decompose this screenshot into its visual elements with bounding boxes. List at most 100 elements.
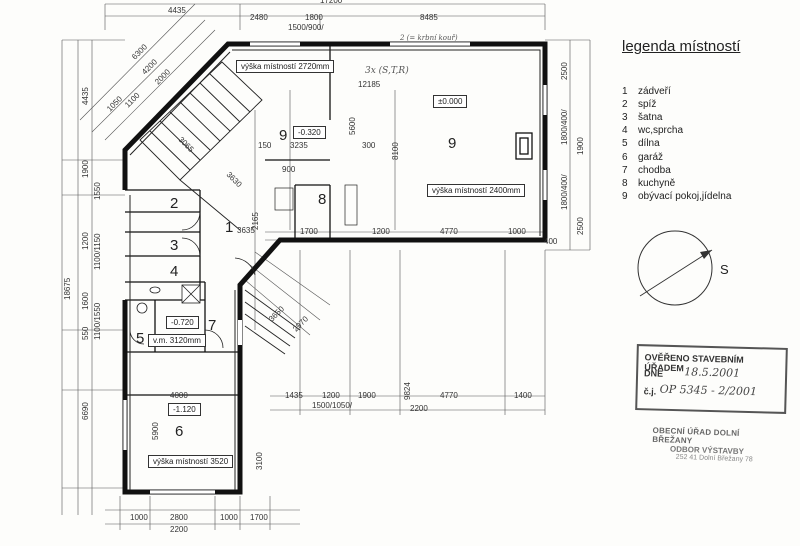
dim-label: 3650	[267, 304, 286, 323]
dim-label: 3100	[255, 452, 264, 470]
room-number-5: 5	[136, 330, 144, 347]
height-tag-3520: výška místností 3520	[148, 455, 234, 468]
level-tag-garage: -1.120	[168, 403, 201, 416]
level-tag-main: ±0.000	[433, 95, 468, 108]
dim-label: 4435	[81, 87, 90, 105]
height-tag-3120: v.m. 3120mm	[148, 334, 206, 347]
legend-item-name: šatna	[638, 112, 663, 124]
dim-label: 2500	[576, 217, 585, 235]
legend-item-name: garáž	[638, 151, 664, 163]
approval-stamp: OVĚŘENO STAVEBNÍM ÚŘADEM DNE 18.5.2001 č…	[635, 344, 788, 414]
dim-label: 1100/1550	[93, 302, 102, 340]
room-number-3: 3	[170, 237, 178, 254]
legend-item: 7 chodba	[622, 165, 671, 176]
level-tag-workshop: -0.720	[166, 316, 199, 329]
legend-item: 1 zádveří	[622, 86, 671, 97]
dim-label: 900	[282, 165, 296, 174]
dim-label: 2000	[153, 67, 172, 86]
stamp-date-value: 18.5.2001	[684, 365, 741, 380]
dim-label: 2165	[251, 212, 260, 230]
room-number-8: 8	[318, 191, 326, 208]
dim-label: 1435	[285, 391, 303, 400]
legend-item-number: 5	[622, 138, 628, 150]
dim-label: 1500/900/	[288, 23, 324, 32]
dim-label: 4770	[440, 391, 458, 400]
note-1: 3x (S,T,R)	[365, 65, 409, 76]
dim-label: 550	[81, 326, 90, 340]
dim-label: 1100/1150	[93, 233, 102, 270]
legend-item-number: 1	[622, 86, 628, 97]
dim-label: 1800/400/	[560, 109, 569, 145]
legend-item-number: 6	[622, 151, 628, 163]
dim-label: 2800	[170, 513, 188, 522]
room-number-2: 2	[170, 195, 178, 212]
north-arrow	[637, 230, 713, 306]
dim-label: 1200	[372, 227, 390, 236]
legend-item: 4 wc,sprcha	[622, 125, 683, 136]
outer-walls	[122, 41, 548, 495]
dim-label: 1800	[305, 13, 323, 22]
legend-item-number: 8	[622, 177, 628, 189]
dim-label: 17200	[320, 0, 343, 5]
dimension-lines	[61, 3, 591, 530]
legend-item-number: 9	[622, 190, 628, 202]
legend-item-number: 7	[622, 164, 628, 176]
windows	[123, 42, 547, 494]
dim-label: 1800/400/	[560, 174, 569, 210]
legend-item-name: zádveří	[638, 86, 671, 97]
legend-item-name: chodba	[638, 164, 671, 176]
dim-label: 2200	[410, 404, 428, 413]
dim-label: 1100	[123, 90, 142, 109]
kitchen-counter	[274, 184, 358, 226]
room-number-4: 4	[170, 263, 178, 280]
legend-item-name: dílna	[638, 138, 660, 150]
legend-item: 3 šatna	[622, 112, 662, 123]
dim-label: 1700	[300, 227, 318, 236]
handwritten-notes: 3x (S,T,R) 2 (= krbní kouř)	[365, 34, 458, 76]
legend-item: 9 obývací pokoj,jídelna	[622, 191, 731, 202]
fireplace	[515, 132, 533, 160]
office-stamp: OBECNÍ ÚŘAD DOLNÍ BŘEŽANY ODBOR VÝSTAVBY…	[651, 426, 772, 474]
note-2: 2 (= krbní kouř)	[399, 34, 458, 42]
door-swings	[129, 211, 256, 349]
staircase	[139, 61, 263, 231]
dim-label: 6300	[130, 42, 149, 61]
window-panes	[122, 41, 548, 495]
dim-label: 1900	[358, 391, 376, 400]
dim-label: 2200	[170, 525, 188, 534]
legend-item-name: obývací pokoj,jídelna	[638, 190, 732, 202]
legend-item-number: 4	[622, 125, 628, 137]
legend-item-number: 2	[622, 99, 628, 111]
dim-label: 5600	[348, 117, 357, 135]
dim-label: 150	[258, 141, 272, 150]
legend-item: 5 dílna	[622, 138, 660, 149]
dim-label: 1200	[81, 232, 90, 250]
room-numbers: 2 1 3 4 5 7 6 8 9 9	[136, 127, 456, 440]
dim-label: 5900	[151, 422, 160, 440]
room-number-1: 1	[225, 219, 233, 236]
dim-label: 8100	[391, 142, 400, 160]
dim-label: 18675	[63, 277, 72, 300]
legend-item-name: wc,sprcha	[638, 125, 684, 137]
room-number-6: 6	[175, 423, 183, 440]
dim-label: 1200	[322, 391, 340, 400]
legend-item-name: spíž	[638, 99, 657, 111]
legend-title: legenda místností	[622, 38, 741, 55]
dim-label: 1550	[93, 182, 102, 200]
legend-item-number: 3	[622, 112, 628, 124]
legend-item-name: kuchyně	[638, 177, 676, 189]
dim-label: 1000	[220, 513, 238, 522]
lower-staircase	[244, 289, 301, 355]
dim-label: 3630	[225, 170, 244, 189]
dim-label: 4435	[168, 6, 186, 15]
dim-label: 1050	[105, 94, 124, 113]
dim-label: 1000	[508, 227, 526, 236]
dim-label: 4770	[440, 227, 458, 236]
room-number-9b: 9	[448, 135, 456, 152]
stamp-ref-value: OP 5345 - 2/2001	[659, 382, 758, 399]
legend-item: 6 garáž	[622, 152, 663, 163]
dim-label: 6690	[81, 402, 90, 420]
dim-label: 8485	[420, 13, 438, 22]
